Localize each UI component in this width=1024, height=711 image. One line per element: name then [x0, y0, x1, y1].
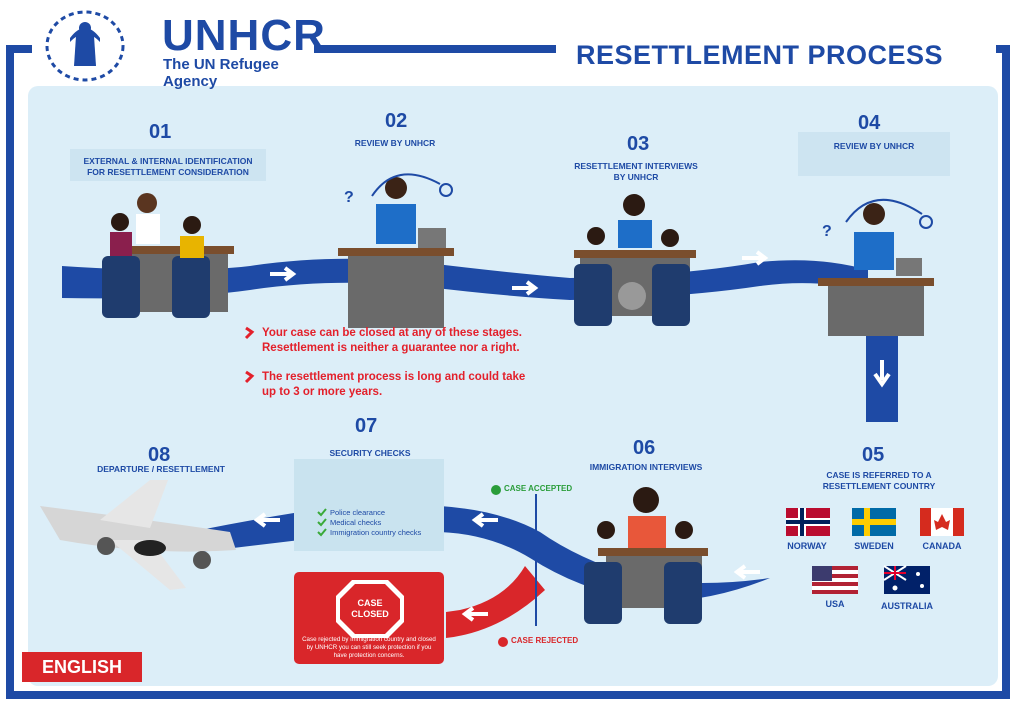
- flag-sweden-icon: [852, 508, 896, 536]
- outer-frame: [6, 45, 1010, 699]
- arrow-right-icon: [742, 250, 769, 266]
- flag-norway-icon: [786, 508, 830, 536]
- arrow-right-icon: [270, 266, 297, 282]
- case-rejected-label: CASE REJECTED: [511, 636, 579, 645]
- step-06-number: 06: [633, 437, 656, 459]
- arrow-left-icon: [461, 606, 488, 622]
- step-04-number: 04: [858, 112, 881, 134]
- arrow-left-icon: [471, 512, 498, 528]
- country-sweden: SWEDEN: [854, 541, 894, 551]
- step-03-number: 03: [627, 133, 650, 155]
- check-police: Police clearance: [330, 508, 386, 517]
- svg-text:?: ?: [822, 223, 832, 240]
- step-02-label: REVIEW BY UNHCR: [354, 138, 436, 148]
- page-title: RESETTLEMENT PROCESS: [576, 40, 944, 70]
- language-badge: ENGLISH: [22, 652, 142, 682]
- unhcr-logo: UNHCR The UN Refugee Agency: [32, 4, 325, 90]
- step-05-number: 05: [862, 444, 885, 466]
- step-04-label: REVIEW BY UNHCR: [833, 141, 915, 151]
- step-06-label: IMMIGRATION INTERVIEWS: [589, 462, 703, 472]
- country-norway: NORWAY: [787, 541, 827, 551]
- arrow-left-icon: [253, 512, 280, 528]
- step-01-number: 01: [149, 121, 172, 143]
- note-bullet-icon: [244, 370, 255, 384]
- arrow-right-icon: [512, 280, 539, 296]
- brand-name: UNHCR: [162, 11, 326, 60]
- step-07-number: 07: [355, 415, 378, 437]
- step-02-number: 02: [385, 110, 408, 132]
- note-bullet-icon: [244, 326, 255, 340]
- case-accepted-label: CASE ACCEPTED: [504, 484, 573, 493]
- accepted-icon: [491, 485, 501, 495]
- case-closed-text: Case rejected by immigration country and…: [302, 636, 436, 659]
- laurel-emblem-icon: [45, 10, 125, 82]
- rejected-icon: [498, 637, 508, 647]
- title-block: RESETTLEMENT PROCESS: [556, 36, 996, 76]
- step-04-label-box: [798, 132, 950, 176]
- flag-canada-icon: [920, 508, 964, 536]
- note-process-long: The resettlement process is long and cou…: [262, 371, 526, 398]
- note-case-closed: Your case can be closed at any of these …: [262, 327, 522, 354]
- check-immigration: Immigration country checks: [330, 528, 422, 537]
- arrow-left-icon: [733, 564, 760, 580]
- flow-arrows: [253, 250, 769, 622]
- flag-australia-icon: [883, 565, 930, 594]
- step-08-number: 08: [148, 444, 171, 466]
- step-07-label: SECURITY CHECKS: [329, 448, 411, 458]
- scene-immigration-interview: [584, 487, 708, 624]
- step-08-label: DEPARTURE / RESETTLEMENT: [97, 464, 225, 474]
- check-medical: Medical checks: [330, 518, 382, 527]
- security-checks-box: [294, 459, 444, 551]
- flag-usa-icon: [812, 566, 858, 594]
- scene-unhcr-interview: [574, 194, 696, 326]
- flow-band-rejected: [446, 566, 545, 638]
- scene-review-unhcr: ?: [338, 173, 454, 328]
- country-usa: USA: [825, 599, 845, 609]
- scene-identification: [102, 193, 234, 318]
- arrow-down-icon: [873, 360, 891, 388]
- brand-tagline: The UN Refugee Agency: [163, 56, 279, 90]
- scene-review-unhcr-2: ?: [818, 198, 934, 336]
- step-01-label-box: [70, 149, 266, 181]
- country-canada: CANADA: [922, 541, 962, 551]
- airplane-icon: [40, 480, 236, 590]
- country-australia: AUSTRALIA: [881, 601, 933, 611]
- svg-text:?: ?: [344, 189, 354, 206]
